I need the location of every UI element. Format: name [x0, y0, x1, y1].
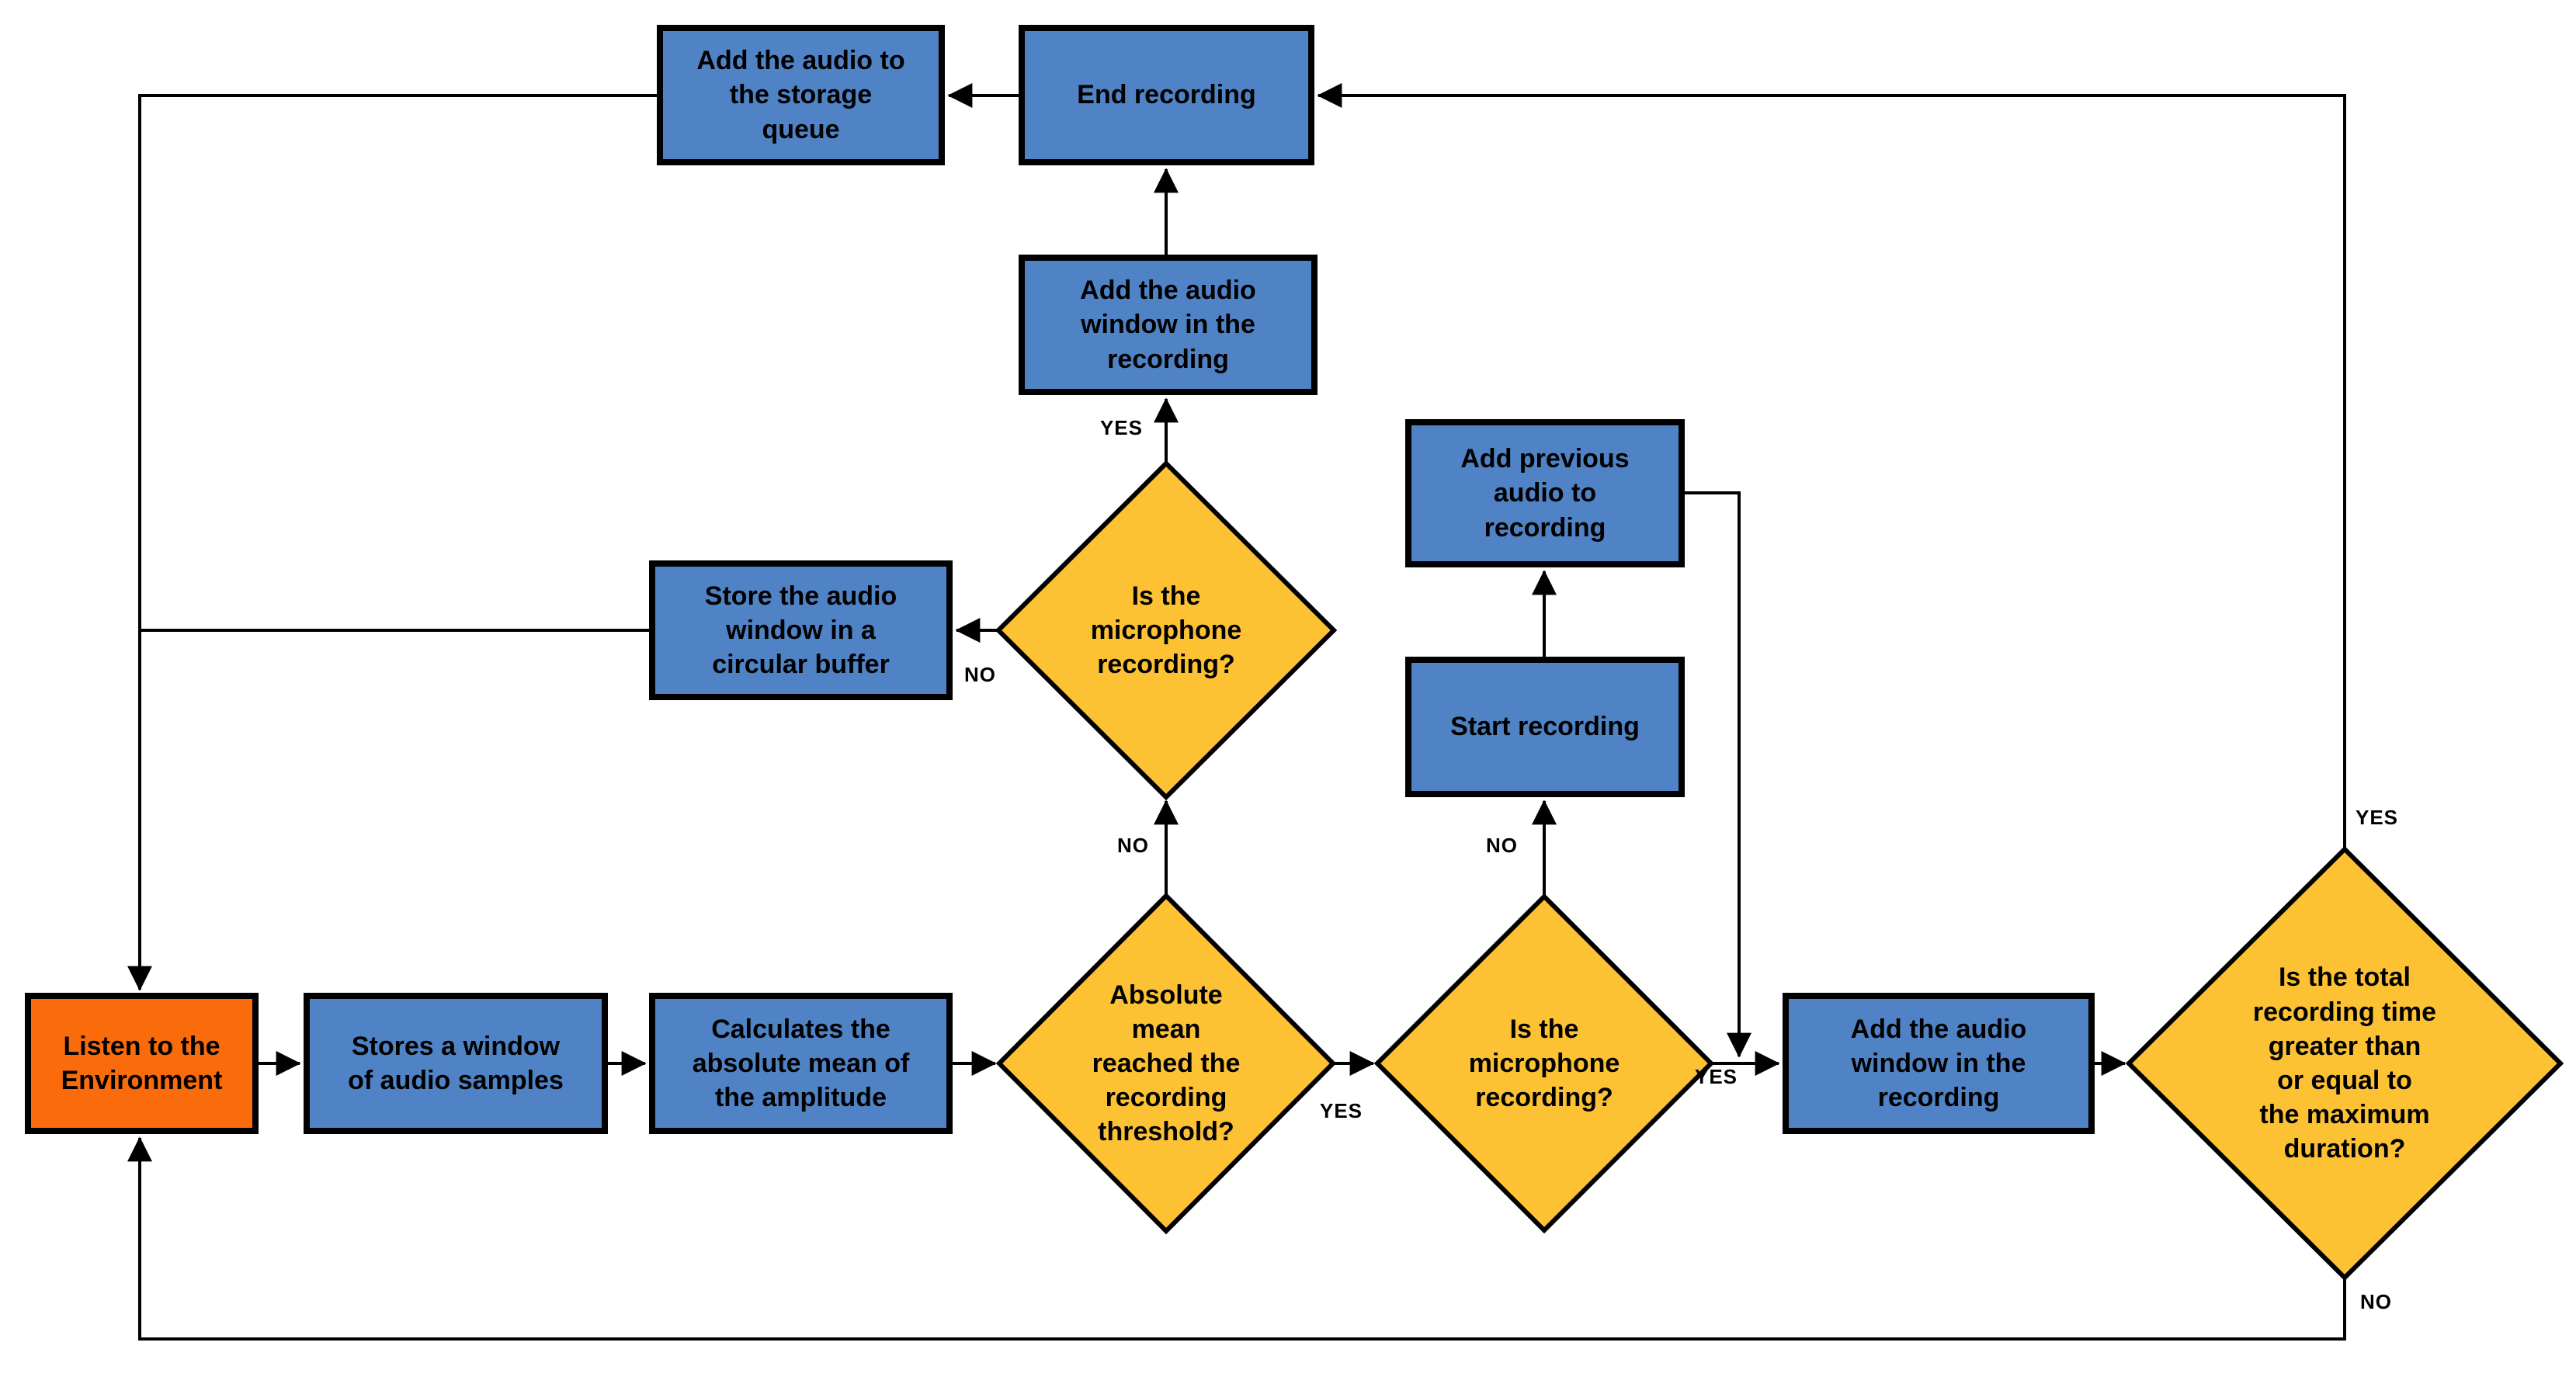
edge-label-duration-yes: YES: [2356, 806, 2399, 829]
edge-label-duration-no: NO: [2360, 1290, 2392, 1313]
edge-label-mic-top-no: NO: [964, 663, 996, 686]
process-add-audio-window-recording-top: Add the audio window in the recording: [1019, 255, 1318, 395]
process-add-audio-to-storage-queue: Add the audio to the storage queue: [657, 25, 945, 165]
decision-microphone-recording-bottom-shape: [1373, 893, 1715, 1234]
decision-microphone-recording-bottom-label: Is the microphone recording?: [1468, 1014, 1620, 1113]
process-calculates-absolute-mean: Calculates the absolute mean of the ampl…: [649, 993, 953, 1134]
edge-label-absolute-mean-yes: YES: [1320, 1099, 1363, 1122]
process-end-recording: End recording: [1019, 25, 1314, 165]
decision-microphone-recording-top-label: Is the microphone recording?: [1090, 581, 1242, 680]
edge-label-mic-top-yes: YES: [1099, 416, 1143, 439]
edge-label-mic-bottom-no: NO: [1486, 834, 1518, 857]
connector-storage-queue-to-listen: [127, 94, 657, 991]
process-store-audio-circular-buffer: Store the audio window in a circular buf…: [649, 560, 953, 700]
decision-total-recording-time-label: Is the total recording time greater than…: [2252, 963, 2437, 1164]
decision-microphone-recording-top-shape: [995, 460, 1338, 801]
process-start-recording: Start recording: [1405, 657, 1685, 797]
process-add-previous-audio: Add previous audio to recording: [1405, 419, 1685, 567]
decision-absolute-mean-threshold-label: Absolute mean reached the recording thre…: [1092, 980, 1241, 1147]
process-add-audio-window-recording-right: Add the audio window in the recording: [1783, 993, 2095, 1134]
start-listen-to-environment: Listen to the Environment: [25, 993, 259, 1134]
edge-label-mic-bottom-yes: YES: [1695, 1065, 1738, 1088]
edge-label-absolute-mean-no: NO: [1117, 834, 1149, 857]
connector-add-previous-to-yes-line: [1685, 491, 1751, 1058]
process-stores-window-audio-samples: Stores a window of audio samples: [304, 993, 608, 1134]
connector-duration-no-to-listen: [127, 1136, 2346, 1341]
decision-total-recording-time-shape: [2125, 845, 2564, 1282]
decision-absolute-mean-threshold-shape: [995, 892, 1337, 1235]
connector-duration-yes-to-end-recording: [1317, 83, 2346, 849]
